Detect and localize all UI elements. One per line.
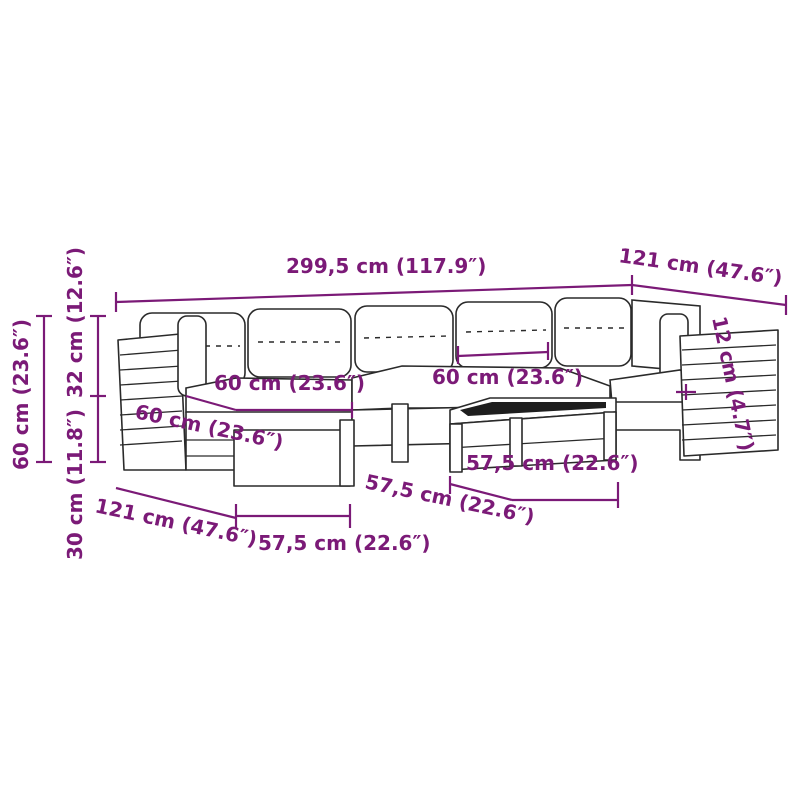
sofa-set-illustration [117,297,779,487]
dimension-lines [36,275,788,528]
right-armrest [679,329,779,457]
seat-width-1-label: 60 cm (23.6″) [214,371,365,395]
back-height-label: 32 cm (12.6″) [63,247,87,398]
total-height-label: 60 cm (23.6″) [9,319,33,470]
front-width-label: 57,5 cm (22.6″) [258,531,431,555]
left-armrest [117,315,207,471]
coffee-table [449,397,617,473]
seat-height-label: 30 cm (11.8″) [63,409,87,560]
table-width-label: 57,5 cm (22.6″) [466,451,639,475]
seat-width-2-label: 60 cm (23.6″) [432,365,583,389]
right-depth-label: 121 cm (47.6″) [617,243,784,290]
total-width-label: 299,5 cm (117.9″) [286,254,486,278]
